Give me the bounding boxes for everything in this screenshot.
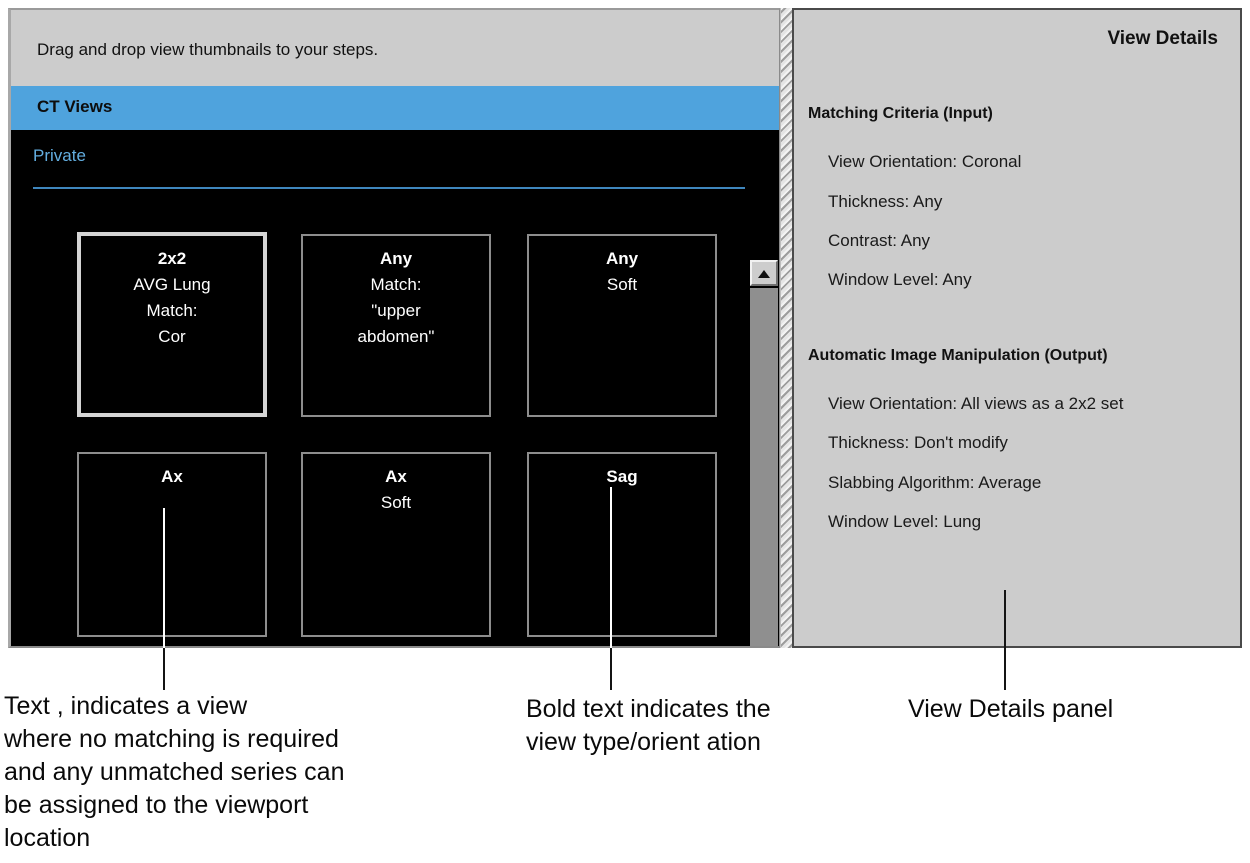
thumb-line: Match:	[146, 301, 198, 320]
thumb-2x2-avg-lung[interactable]: 2x2 AVG Lung Match: Cor	[77, 232, 267, 417]
automatic-image-manipulation-heading: Automatic Image Manipulation (Output)	[808, 347, 1108, 364]
detail-row: Thickness: Any	[828, 192, 943, 211]
thumbnail-canvas: Private 2x2 AVG Lung Match: Cor Any Matc…	[11, 130, 779, 646]
thumb-ax[interactable]: Ax	[77, 452, 267, 637]
view-details-title: View Details	[1107, 28, 1218, 49]
thumb-sag[interactable]: Sag	[527, 452, 717, 637]
section-header-ct-views[interactable]: CT Views	[11, 86, 779, 130]
detail-row: Thickness: Don't modify	[828, 433, 1008, 452]
triangle-up-icon	[758, 270, 770, 278]
annotation-leader-line	[610, 648, 612, 690]
detail-row: View Orientation: All views as a 2x2 set	[828, 394, 1124, 413]
group-label-private[interactable]: Private	[33, 146, 86, 165]
annotation-leader-line	[1004, 648, 1006, 690]
annotation-leader-line	[1004, 590, 1006, 648]
matching-criteria-heading: Matching Criteria (Input)	[808, 105, 993, 122]
caption-line: View Details panel	[908, 695, 1114, 723]
caption-line: where no matching is required	[4, 725, 339, 753]
caption-line: and any unmatched series can	[4, 758, 345, 786]
caption-line: location	[4, 824, 91, 852]
annotation-caption-bold-text: Bold text indicates the view type/orient…	[526, 693, 876, 759]
group-divider	[33, 187, 745, 189]
annotation-leader-line	[163, 508, 165, 648]
annotation-leader-line	[610, 487, 612, 648]
thumb-any-upper-abdomen[interactable]: Any Match: "upper abdomen"	[301, 234, 491, 417]
thumb-line: Soft	[606, 275, 638, 294]
detail-row: Window Level: Lung	[828, 512, 982, 531]
thumb-line: Ax	[161, 467, 183, 486]
thumb-line: abdomen"	[357, 327, 435, 346]
caption-line: Bold text indicates the	[526, 695, 771, 723]
detail-row: Contrast: Any	[828, 231, 931, 250]
thumb-line: Cor	[158, 327, 186, 346]
detail-row: Slabbing Algorithm: Average	[828, 473, 1042, 492]
thumb-line: Soft	[380, 493, 412, 512]
annotation-caption-view-details-panel: View Details panel	[908, 693, 1238, 726]
detail-row: Window Level: Any	[828, 270, 972, 289]
caption-line: Text , indicates a view	[4, 692, 248, 720]
caption-line: be assigned to the viewport	[4, 791, 309, 819]
thumb-line: "upper	[371, 301, 421, 320]
annotation-caption-unmatched-view: Text , indicates a view where no matchin…	[4, 690, 454, 855]
instruction-bar: Drag and drop view thumbnails to your st…	[11, 10, 779, 86]
ct-views-panel: Drag and drop view thumbnails to your st…	[8, 8, 780, 648]
instruction-text: Drag and drop view thumbnails to your st…	[37, 40, 379, 59]
thumb-line: Any	[605, 249, 639, 268]
detail-row: View Orientation: Coronal	[828, 152, 1022, 171]
thumb-line: Ax	[385, 467, 407, 486]
caption-line: view type/orient ation	[526, 728, 761, 756]
section-header-label: CT Views	[37, 97, 113, 116]
scroll-up-button[interactable]	[750, 260, 778, 286]
thumb-line: Match:	[370, 275, 422, 294]
scrollbar-thumb[interactable]	[750, 288, 778, 646]
thumb-line: Sag	[606, 467, 638, 486]
vertical-scrollbar[interactable]	[747, 250, 779, 646]
view-details-panel: View Details Matching Criteria (Input) V…	[792, 8, 1242, 648]
thumb-line: Any	[379, 249, 413, 268]
thumb-line: 2x2	[157, 249, 187, 268]
annotation-leader-line	[163, 648, 165, 690]
thumb-ax-soft[interactable]: Ax Soft	[301, 452, 491, 637]
thumb-any-soft[interactable]: Any Soft	[527, 234, 717, 417]
thumb-line: AVG Lung	[133, 275, 211, 294]
